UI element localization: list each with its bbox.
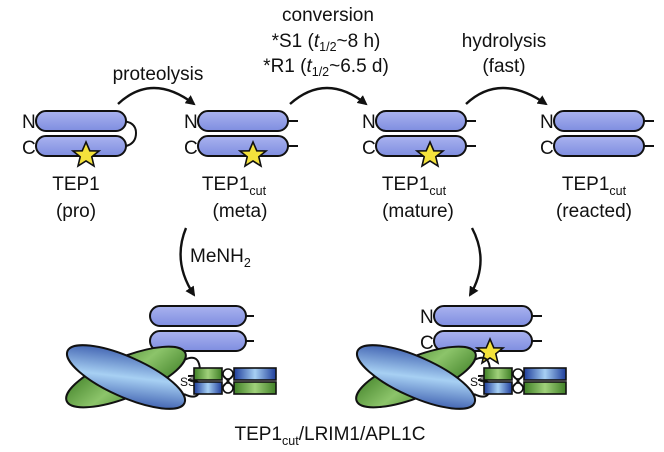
n-terminus-label: N [184,112,198,133]
star-icon [414,139,446,168]
state-label: (meta) [213,201,268,222]
tep1-pro: N C TEP1 (pro) [22,110,138,222]
ss-label: SS [470,375,486,389]
star-icon [237,139,269,168]
state-label: (reacted) [556,201,632,222]
arrow-icon [465,86,548,106]
n-terminus-label: N [420,307,434,328]
hydrolysis-label: hydrolysis [462,31,546,52]
n-terminus-label: N [362,112,376,133]
complex-right: N C SS [355,305,567,410]
arrow-icon [468,227,482,297]
arrow-icon [179,227,196,297]
n-terminus-label: N [540,112,554,133]
capsule [35,110,127,132]
state-name: TEP1cut [562,174,627,198]
proteolysis-label: proteolysis [113,64,204,85]
conversion-label: conversion [282,5,374,26]
c-terminus-label: C [22,138,36,159]
state-label: (mature) [382,201,454,222]
arrow-icon [117,86,196,106]
c-terminus-label: C [420,333,434,354]
star-icon [70,139,102,168]
ss-label: SS [180,375,196,389]
c-terminus-label: C [362,138,376,159]
tep1-meta: N C TEP1cut (meta) [184,110,298,222]
linker [119,120,138,148]
n-terminus-label: N [22,112,36,133]
c-terminus-label: C [184,138,198,159]
state-label: (pro) [56,201,96,222]
apl1c-domain [355,344,477,410]
s1-half-life: *S1 (t1/2~8 h) [272,31,381,54]
state-name: TEP1 [52,174,100,195]
state-name: TEP1cut [382,174,447,198]
complex-left: N C SS [65,305,277,410]
r1-half-life: *R1 (t1/2~6.5 d) [263,56,389,79]
hydrolysis-rate-label: (fast) [482,56,525,77]
complex-label: TEP1cut/LRIM1/APL1C [235,424,426,448]
capsule [375,110,467,132]
c-terminus-label: C [540,138,554,159]
arrows [117,86,548,297]
state-name: TEP1cut [202,174,267,198]
menh2-label: MeNH2 [190,246,251,270]
capsule [197,110,289,132]
capsule [149,305,247,327]
tep1-mature: N C TEP1cut (mature) [362,110,476,222]
tep1-reacted: N C TEP1cut (reacted) [540,110,654,222]
capsule [553,135,645,157]
capsule [433,305,533,327]
arrow-icon [289,86,368,106]
capsule [553,110,645,132]
apl1c-domain [65,344,187,410]
